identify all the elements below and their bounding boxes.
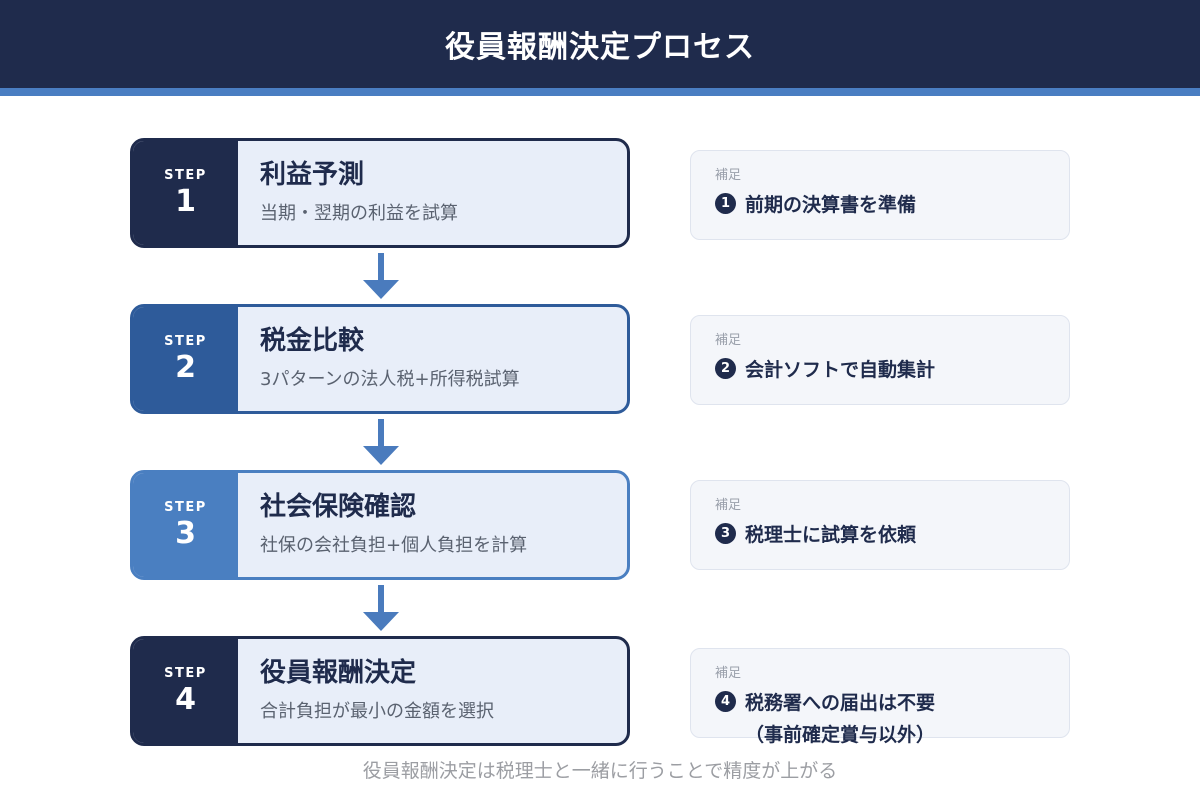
note-text: 税理士に試算を依頼 [745,524,917,546]
step-body: 利益予測 当期・翌期の利益を試算 [238,141,627,245]
step-title: 役員報酬決定 [260,657,417,688]
step-body: 税金比較 3パターンの法人税+所得税試算 [238,307,627,411]
down-arrow-head [363,612,399,631]
down-arrow [363,253,399,299]
step-number: 2 [175,350,196,385]
step-card-3: STEP 3 社会保険確認 社保の会社負担+個人負担を計算 [130,470,630,580]
note-text-line: 4 税務署への届出は不要 [715,688,1045,715]
note-card-1: 補足 1 前期の決算書を準備 [690,150,1070,240]
down-arrow [363,585,399,631]
step-title: 社会保険確認 [260,491,417,522]
step-number: 3 [175,516,196,551]
header-bar: 役員報酬決定プロセス [0,0,1200,88]
circled-number-icon: 2 [715,358,736,379]
page-title: 役員報酬決定プロセス [445,30,755,65]
step-number-panel: STEP 4 [133,639,238,743]
step-description: 合計負担が最小の金額を選択 [260,700,494,722]
note-text-line: 2 会計ソフトで自動集計 [715,355,1045,382]
step-card-2: STEP 2 税金比較 3パターンの法人税+所得税試算 [130,304,630,414]
step-number-panel: STEP 3 [133,473,238,577]
note-card-4: 補足 4 税務署への届出は不要 （事前確定賞与以外） [690,648,1070,746]
step-card-4: STEP 4 役員報酬決定 合計負担が最小の金額を選択 [130,636,630,746]
down-arrow-shaft [378,419,384,446]
step-description: 社保の会社負担+個人負担を計算 [260,534,528,556]
step-description: 当期・翌期の利益を試算 [260,202,458,224]
down-arrow-head [363,280,399,299]
note-label: 補足 [715,333,742,348]
step-label: STEP [164,500,207,515]
note-text: 税務署への届出は不要 [745,692,936,714]
circled-number-icon: 3 [715,523,736,544]
note-card-2: 補足 2 会計ソフトで自動集計 [690,315,1070,405]
step-number-panel: STEP 2 [133,307,238,411]
step-card-1: STEP 1 利益予測 当期・翌期の利益を試算 [130,138,630,248]
footer-note: 役員報酬決定は税理士と一緒に行うことで精度が上がる [362,760,838,782]
step-label: STEP [164,666,207,681]
step-description: 3パターンの法人税+所得税試算 [260,368,520,390]
step-body: 役員報酬決定 合計負担が最小の金額を選択 [238,639,627,743]
note-text-secondary: （事前確定賞与以外） [745,724,936,746]
step-label: STEP [164,168,207,183]
note-label: 補足 [715,168,742,183]
header-accent-stripe [0,88,1200,96]
step-body: 社会保険確認 社保の会社負担+個人負担を計算 [238,473,627,577]
down-arrow-shaft [378,253,384,280]
down-arrow [363,419,399,465]
note-text-line: 1 前期の決算書を準備 [715,190,1045,217]
note-card-3: 補足 3 税理士に試算を依頼 [690,480,1070,570]
note-label: 補足 [715,498,742,513]
note-text: 会計ソフトで自動集計 [745,359,936,381]
circled-number-icon: 1 [715,193,736,214]
step-title: 税金比較 [260,325,365,356]
step-number: 1 [175,184,196,219]
step-title: 利益予測 [260,159,365,190]
step-number-panel: STEP 1 [133,141,238,245]
note-text-line: 3 税理士に試算を依頼 [715,520,1045,547]
step-label: STEP [164,334,207,349]
step-number: 4 [175,682,196,717]
note-text: 前期の決算書を準備 [745,194,917,216]
circled-number-icon: 4 [715,691,736,712]
note-label: 補足 [715,666,742,681]
down-arrow-head [363,446,399,465]
down-arrow-shaft [378,585,384,612]
